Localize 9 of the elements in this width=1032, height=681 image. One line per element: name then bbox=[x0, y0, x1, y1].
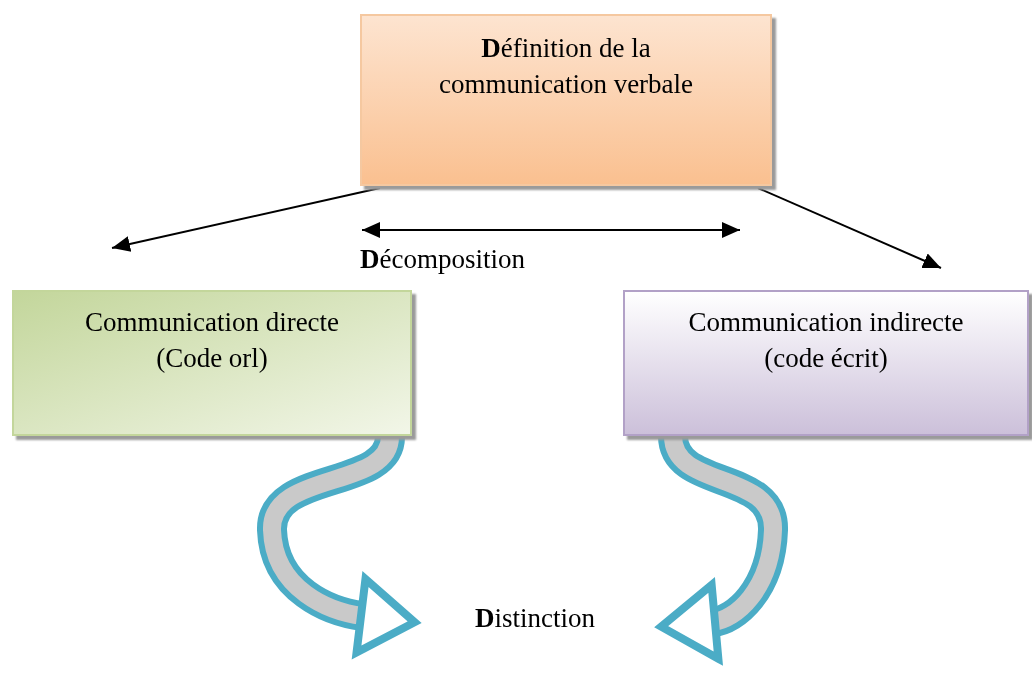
arrow bbox=[757, 187, 942, 269]
box-text: Définition de la communication verbale bbox=[437, 32, 695, 101]
arrow bbox=[111, 187, 381, 252]
title-box bbox=[360, 14, 772, 186]
node-label: Distinction bbox=[455, 596, 615, 640]
box-text: Communication indirecte (code écrit) bbox=[687, 306, 965, 375]
box-text: Communication directe (Code orl) bbox=[84, 306, 340, 375]
category-box bbox=[623, 290, 1029, 436]
category-box bbox=[12, 290, 412, 436]
